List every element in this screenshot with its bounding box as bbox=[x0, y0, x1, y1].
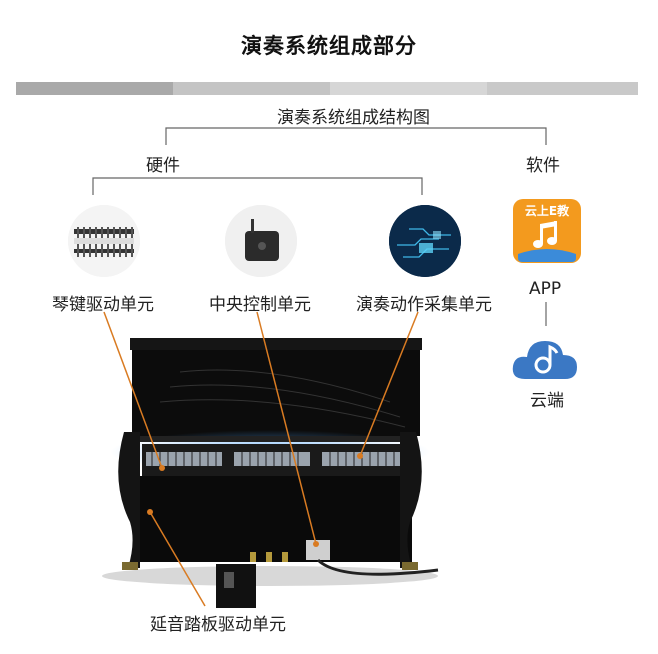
app-label: APP bbox=[529, 279, 562, 299]
software-label: 软件 bbox=[526, 156, 560, 176]
central-control-unit-label: 中央控制单元 bbox=[209, 295, 311, 315]
page-title: 演奏系统组成部分 bbox=[241, 34, 417, 58]
piano-action-icon bbox=[68, 205, 140, 277]
music-note-app-icon: 云上E教 bbox=[512, 198, 582, 264]
cloud-icon bbox=[509, 333, 581, 383]
hardware-label: 硬件 bbox=[146, 156, 180, 176]
key-drive-unit-label: 琴键驱动单元 bbox=[52, 295, 154, 315]
title-divider-band bbox=[16, 82, 638, 95]
circuit-board-icon bbox=[389, 205, 461, 277]
structure-title: 演奏系统组成结构图 bbox=[277, 108, 430, 128]
piano-image bbox=[100, 332, 440, 608]
app-logo-text: 云上E教 bbox=[524, 204, 570, 218]
pedal-drive-unit-label: 延音踏板驱动单元 bbox=[150, 615, 286, 635]
control-box-icon bbox=[225, 205, 297, 277]
motion-capture-unit-label: 演奏动作采集单元 bbox=[356, 295, 492, 315]
cloud-label: 云端 bbox=[530, 391, 564, 411]
